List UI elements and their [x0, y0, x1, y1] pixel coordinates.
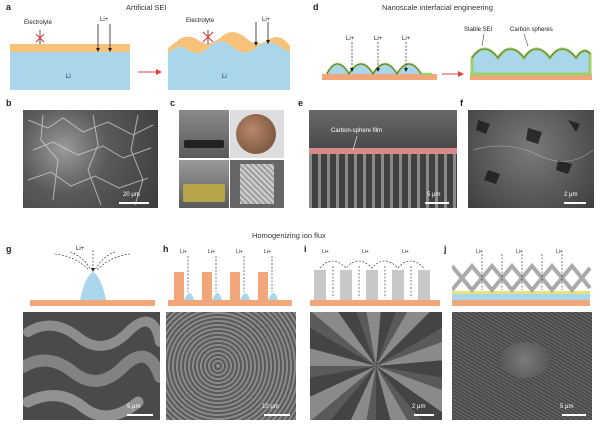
panel-h-sem-image: 10 μm: [166, 312, 296, 420]
panel-e-scale-text: 5 μm: [427, 192, 441, 198]
panel-a-electrolyte-right: Electrolyte: [186, 18, 215, 24]
panel-letter-j: j: [444, 244, 447, 254]
panel-j-li-2: Li+: [516, 249, 523, 255]
panel-d-li-3: Li+: [402, 36, 411, 42]
panel-d-li-2: Li+: [374, 36, 383, 42]
panel-g-scale-bar: [127, 414, 153, 416]
panel-c-photo-top-left: [179, 110, 229, 158]
panel-c-photo-bottom-left: [179, 160, 229, 208]
panel-a-diagram: [10, 22, 290, 90]
panel-f-texture: [472, 120, 594, 184]
panel-f-scale-text: 2 μm: [564, 192, 578, 198]
panel-d-li-1: Li+: [346, 36, 355, 42]
panel-letter-b: b: [6, 98, 12, 108]
panel-i-scale-bar: [414, 414, 434, 416]
panel-letter-e: e: [298, 98, 304, 108]
panel-b-scale-bar: [119, 202, 149, 204]
panel-g-sem-image: 5 μm: [23, 312, 160, 420]
ion-flux-title: Homogenizing ion flux: [252, 231, 326, 240]
panel-i-li-3: Li+: [402, 249, 409, 255]
panel-c-photo-top-right: [230, 110, 284, 158]
panel-b-sem-image: 20 μm: [23, 110, 158, 208]
panel-e-sem-image: Carbon-sphere film 5 μm: [309, 110, 457, 208]
panel-d-title: Nanoscale interfacial engineering: [382, 3, 493, 12]
panel-j-li-3: Li+: [556, 249, 563, 255]
panel-c-disc: [236, 114, 276, 154]
panel-h-li-1: Li+: [180, 249, 187, 255]
panel-d-carbon-spheres: Carbon spheres: [510, 27, 553, 33]
panel-d-stable-sei: Stable SEI: [464, 27, 493, 33]
panel-h-diagram: [168, 256, 292, 306]
panel-d-diagram: [322, 33, 592, 80]
panel-e-columns: [309, 154, 457, 208]
panel-h-li-3: Li+: [236, 249, 243, 255]
panel-h-li-4: Li+: [264, 249, 271, 255]
panel-e-film-layer: [309, 148, 457, 154]
panel-e-label-pointer: [352, 135, 358, 151]
panel-e-film-label: Carbon-sphere film: [331, 128, 383, 134]
panel-g-li-label: Li+: [76, 246, 85, 252]
panel-g-scale-text: 5 μm: [127, 404, 141, 410]
panel-i-li-2: Li+: [362, 249, 369, 255]
panel-e-scale-bar: [425, 202, 449, 204]
panel-c-photo-bottom-right: [230, 160, 284, 208]
panel-a-title: Artificial SEI: [126, 3, 167, 12]
panel-c-vial-bottom: [183, 184, 225, 202]
panel-i-scale-text: 2 μm: [412, 404, 426, 410]
panel-f-scale-bar: [564, 202, 586, 204]
panel-letter-f: f: [460, 98, 463, 108]
panel-a-li-ion-right: Li+: [262, 17, 271, 23]
panel-j-li-1: Li+: [476, 249, 483, 255]
panel-c-foil: [240, 164, 274, 204]
panel-i-li-1: Li+: [322, 249, 329, 255]
panel-g-diagram: [30, 250, 155, 306]
panel-g-texture: [23, 316, 160, 420]
panel-f-sem-image: 2 μm: [468, 110, 594, 208]
panel-e-top-region: [309, 110, 457, 148]
panel-a-li-left: Li: [66, 74, 71, 80]
panel-a-li-right: Li: [222, 74, 227, 80]
panel-letter-d: d: [313, 2, 319, 12]
panel-a-electrolyte-left: Electrolyte: [24, 20, 53, 26]
panel-letter-h: h: [163, 244, 169, 254]
panel-letter-g: g: [6, 244, 12, 254]
panel-c-vial-top: [184, 140, 224, 148]
panel-h-scale-text: 10 μm: [262, 404, 279, 410]
panel-j-sem-image: 5 μm: [452, 312, 592, 420]
panel-j-diagram: [452, 254, 592, 306]
panel-letter-i: i: [304, 244, 307, 254]
panel-i-sem-image: 2 μm: [310, 312, 442, 420]
panel-i-diagram: [310, 260, 440, 306]
panel-letter-c: c: [170, 98, 176, 108]
panel-j-scale-bar: [562, 414, 586, 416]
panel-b-scale-text: 20 μm: [123, 192, 140, 198]
panel-b-texture: [27, 114, 154, 206]
panel-h-scale-bar: [264, 414, 290, 416]
panel-letter-a: a: [6, 2, 12, 12]
panel-j-scale-text: 5 μm: [560, 404, 574, 410]
panel-a-li-ion-left: Li+: [100, 17, 109, 23]
panel-h-li-2: Li+: [208, 249, 215, 255]
panel-j-bulge: [500, 342, 550, 378]
